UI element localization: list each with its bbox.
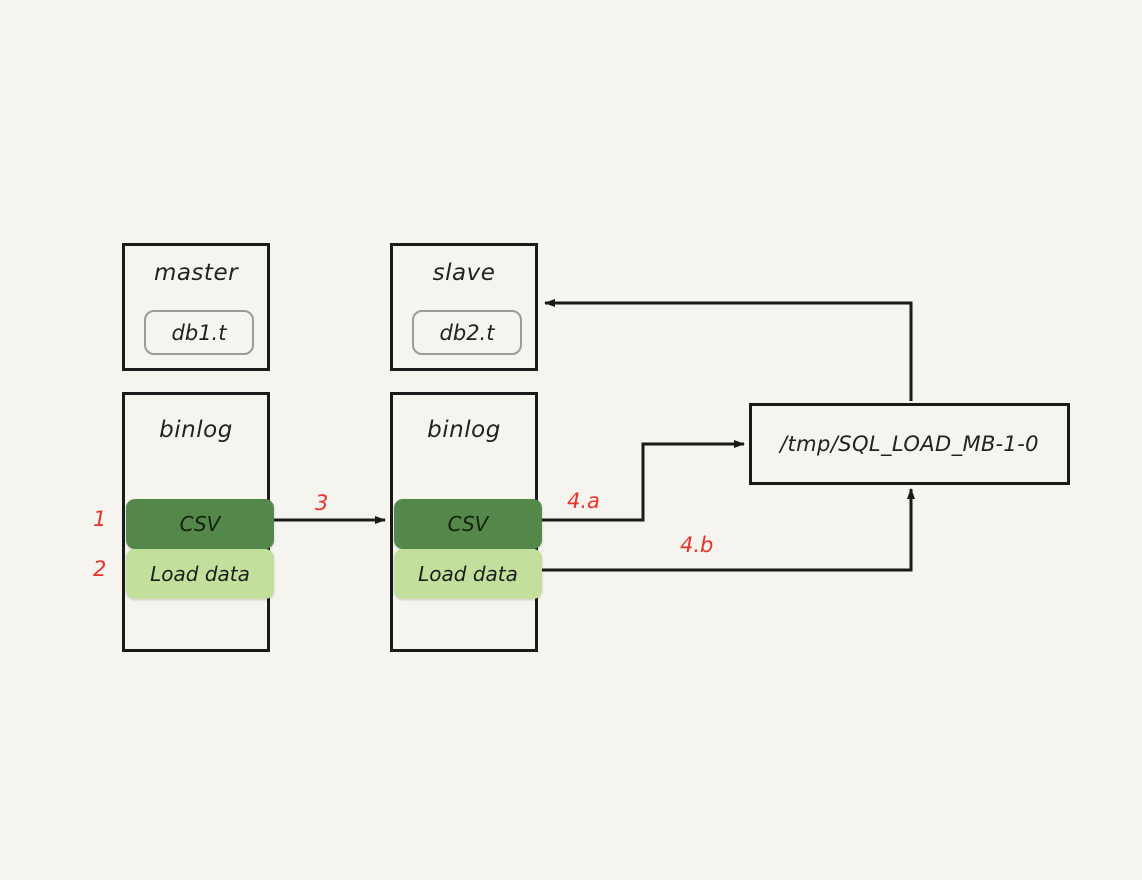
node-master-binlog[interactable]: binlog CSV Load data xyxy=(122,392,274,652)
node-master[interactable]: master db1.t xyxy=(122,243,270,371)
node-slave-table-chip[interactable]: db2.t xyxy=(412,310,522,355)
slave-binlog-row-csv-label: CSV xyxy=(447,512,489,536)
master-binlog-row-load-data[interactable]: Load data xyxy=(126,549,274,599)
node-master-table-label: db1.t xyxy=(171,320,227,345)
node-slave-title: slave xyxy=(432,260,496,286)
slave-binlog-row-load-data[interactable]: Load data xyxy=(394,549,542,599)
master-binlog-row-csv[interactable]: CSV xyxy=(126,499,274,549)
step-label-2: 2 xyxy=(93,557,107,581)
node-temp-file[interactable]: /tmp/SQL_LOAD_MB-1-0 xyxy=(749,403,1070,485)
step-label-1: 1 xyxy=(93,507,107,531)
node-slave-table-label: db2.t xyxy=(439,320,495,345)
node-slave[interactable]: slave db2.t xyxy=(390,243,538,371)
node-slave-binlog[interactable]: binlog CSV Load data xyxy=(390,392,542,652)
node-master-table-chip[interactable]: db1.t xyxy=(144,310,254,355)
node-master-binlog-title: binlog xyxy=(159,417,233,443)
connector-temp-to-slave xyxy=(544,299,913,401)
step-label-4a: 4.a xyxy=(567,489,600,513)
connector-step-4b xyxy=(540,488,915,572)
connector-step-4a xyxy=(540,440,745,522)
step-label-4b: 4.b xyxy=(680,533,714,557)
master-binlog-row-load-data-label: Load data xyxy=(150,562,250,586)
slave-binlog-row-load-data-label: Load data xyxy=(418,562,518,586)
step-label-3: 3 xyxy=(315,491,329,515)
slave-binlog-row-csv[interactable]: CSV xyxy=(394,499,542,549)
node-slave-binlog-title: binlog xyxy=(427,417,501,443)
master-binlog-row-csv-label: CSV xyxy=(179,512,221,536)
node-master-title: master xyxy=(153,260,239,286)
node-temp-file-label: /tmp/SQL_LOAD_MB-1-0 xyxy=(780,432,1039,456)
